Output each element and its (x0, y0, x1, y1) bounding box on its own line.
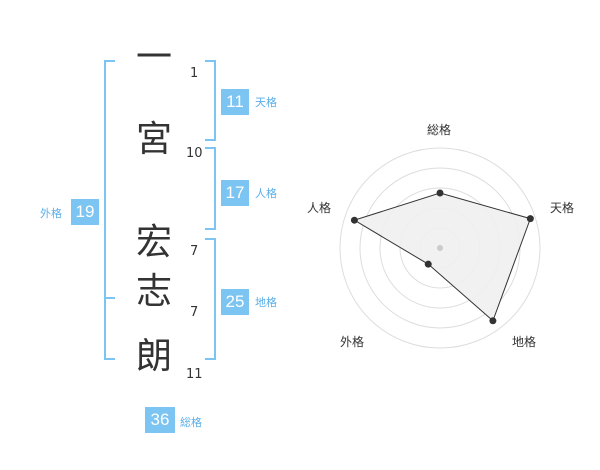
given-char-1: 宏 (135, 222, 172, 263)
jinkaku-bracket (205, 147, 216, 230)
jinkaku-label: 人格 (255, 187, 277, 200)
radar-center-dot (437, 245, 443, 251)
gaikaku-label: 外格 (40, 207, 62, 220)
stroke-count-given-2: 7 (190, 305, 199, 320)
surname-char-2: 宮 (135, 119, 172, 160)
jinkaku-value-badge: 17 (221, 180, 249, 206)
chikaku-bracket (205, 238, 216, 360)
stroke-count-given-1: 7 (190, 244, 199, 259)
radar-point-3 (489, 317, 497, 325)
radar-series-polygon (353, 192, 532, 322)
given-char-2: 志 (135, 271, 172, 312)
tenkaku-value-badge: 11 (221, 89, 249, 115)
surname-char-1: 一 (135, 37, 172, 78)
soukaku-label: 総格 (180, 416, 202, 429)
radar-ring-5 (339, 147, 541, 349)
stroke-count-surname-2: 10 (186, 146, 203, 161)
stroke-count-given-3: 11 (186, 367, 203, 382)
radar-axis-label-tenkaku: 天格 (550, 201, 575, 215)
radar-axis-label-soukaku: 総格 (427, 123, 452, 137)
radar-axis-label-jinkaku: 人格 (307, 201, 332, 215)
radar-axis-label-chikaku: 地格 (512, 335, 537, 349)
radar-point-2 (526, 215, 534, 223)
gaikaku-value-badge: 19 (71, 199, 99, 225)
radar-axis-label-gaikaku: 外格 (340, 335, 365, 349)
tenkaku-label: 天格 (255, 96, 277, 109)
radar-point-5 (350, 216, 358, 224)
chikaku-value-badge: 25 (221, 289, 249, 315)
radar-point-1 (436, 189, 444, 197)
tenkaku-bracket (205, 60, 216, 141)
given-char-3: 朗 (135, 336, 172, 377)
chikaku-label: 地格 (255, 296, 277, 309)
radar-point-4 (424, 260, 432, 268)
stroke-count-surname-1: 1 (190, 66, 199, 81)
gaikaku-bracket (104, 60, 115, 360)
soukaku-value-badge: 36 (145, 407, 175, 433)
